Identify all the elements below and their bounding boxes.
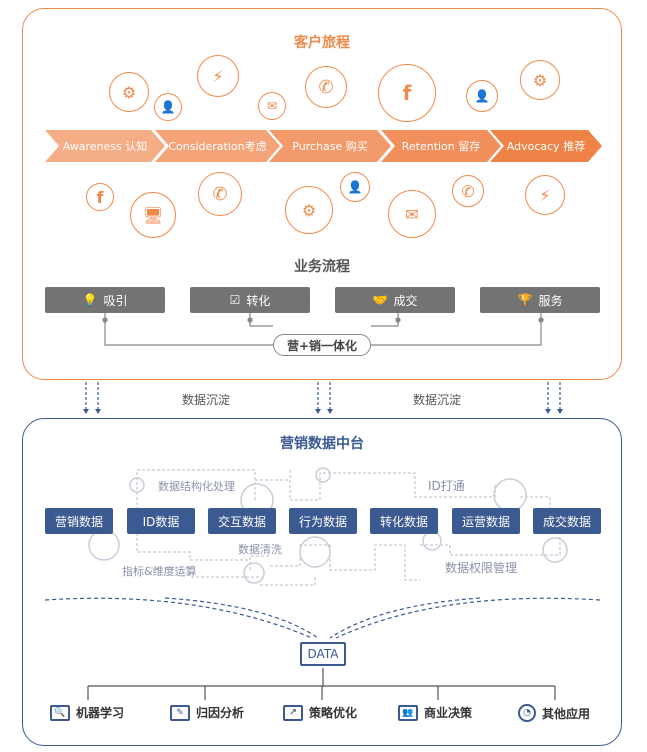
- mail-icon: ✉: [388, 190, 436, 238]
- app-other: ◔ 其他应用: [518, 704, 590, 722]
- label: 成交: [393, 293, 418, 308]
- label: 商业决策: [424, 706, 473, 720]
- report-icon: ✎: [170, 704, 190, 721]
- business-title: 业务流程: [294, 259, 350, 275]
- mail-icon: ✉: [258, 92, 286, 120]
- label: 服务: [538, 293, 563, 308]
- flow-label: 数据沉淀: [413, 393, 462, 407]
- trophy-icon: 🏆: [517, 293, 533, 307]
- process-label: 数据清洗: [238, 543, 282, 556]
- business-convert: ☑ 转化: [190, 287, 310, 313]
- app-strategy: ↗ 策略优化: [283, 704, 357, 721]
- label: 策略优化: [309, 706, 358, 720]
- integration-badge: 营+销一体化: [273, 334, 371, 356]
- app-attribution: ✎ 归因分析: [170, 704, 244, 721]
- stage-retention: Retention 留存: [381, 130, 501, 162]
- whatsapp-icon: ✆: [452, 175, 484, 207]
- process-label: 指标&维度运算: [122, 565, 197, 578]
- whatsapp-icon: ✆: [305, 66, 347, 108]
- data-platform-panel: [22, 418, 622, 746]
- app-machine-learning: 🔍 机器学习: [50, 704, 124, 721]
- document-check-icon: ☑: [229, 293, 241, 307]
- data-box: 运营数据: [452, 508, 520, 534]
- stage-purchase: Purchase 购买: [269, 130, 391, 162]
- process-label: 数据权限管理: [445, 561, 518, 575]
- user-icon: 👤: [154, 93, 182, 121]
- user-icon: 👤: [466, 80, 498, 112]
- search-monitor-icon: 🔍: [50, 704, 70, 721]
- pie-chart-icon: ◔: [518, 704, 536, 722]
- platform-title: 营销数据中台: [280, 436, 364, 452]
- data-box: 行为数据: [289, 508, 357, 534]
- process-label: 数据结构化处理: [158, 480, 235, 493]
- business-deal: 🤝 成交: [335, 287, 455, 313]
- document-gear-icon: ⚙: [109, 72, 149, 112]
- data-box: 交互数据: [208, 508, 276, 534]
- facebook-icon: f: [378, 64, 436, 122]
- business-service: 🏆 服务: [480, 287, 600, 313]
- label: 其他应用: [542, 706, 591, 721]
- stage-advocacy: Advocacy 推荐: [490, 130, 602, 162]
- data-box: ID数据: [127, 508, 195, 534]
- customer-journey-panel: [22, 8, 622, 380]
- business-attract: 💡 吸引: [45, 287, 165, 313]
- stage-awareness: Awareness 认知: [45, 130, 165, 162]
- chart-icon: ↗: [283, 704, 303, 721]
- flow-label: 数据沉淀: [182, 393, 231, 407]
- label: 吸引: [103, 293, 128, 308]
- document-gear-icon: ⚙: [520, 60, 560, 100]
- people-board-icon: 👥: [398, 704, 418, 721]
- messenger-icon: ⚡: [525, 175, 565, 215]
- label: 机器学习: [76, 706, 125, 720]
- data-box: 成交数据: [533, 508, 601, 534]
- document-gear-icon: ⚙: [285, 186, 333, 234]
- process-label: ID打通: [428, 479, 465, 493]
- devices-icon: 🖥: [130, 192, 176, 238]
- facebook-icon: f: [86, 183, 114, 211]
- label: 归因分析: [196, 706, 245, 720]
- user-icon: 👤: [340, 172, 370, 202]
- whatsapp-icon: ✆: [198, 172, 242, 216]
- data-box: 转化数据: [370, 508, 438, 534]
- messenger-icon: ⚡: [197, 55, 239, 97]
- lightbulb-icon: 💡: [82, 293, 98, 307]
- handshake-icon: 🤝: [372, 293, 388, 307]
- stage-consideration: Consideration考虑: [155, 130, 280, 162]
- app-decision: 👥 商业决策: [398, 704, 472, 721]
- journey-title: 客户旅程: [294, 35, 350, 51]
- data-hub: DATA: [300, 642, 346, 666]
- label: 转化: [246, 293, 271, 308]
- data-box: 营销数据: [45, 508, 113, 534]
